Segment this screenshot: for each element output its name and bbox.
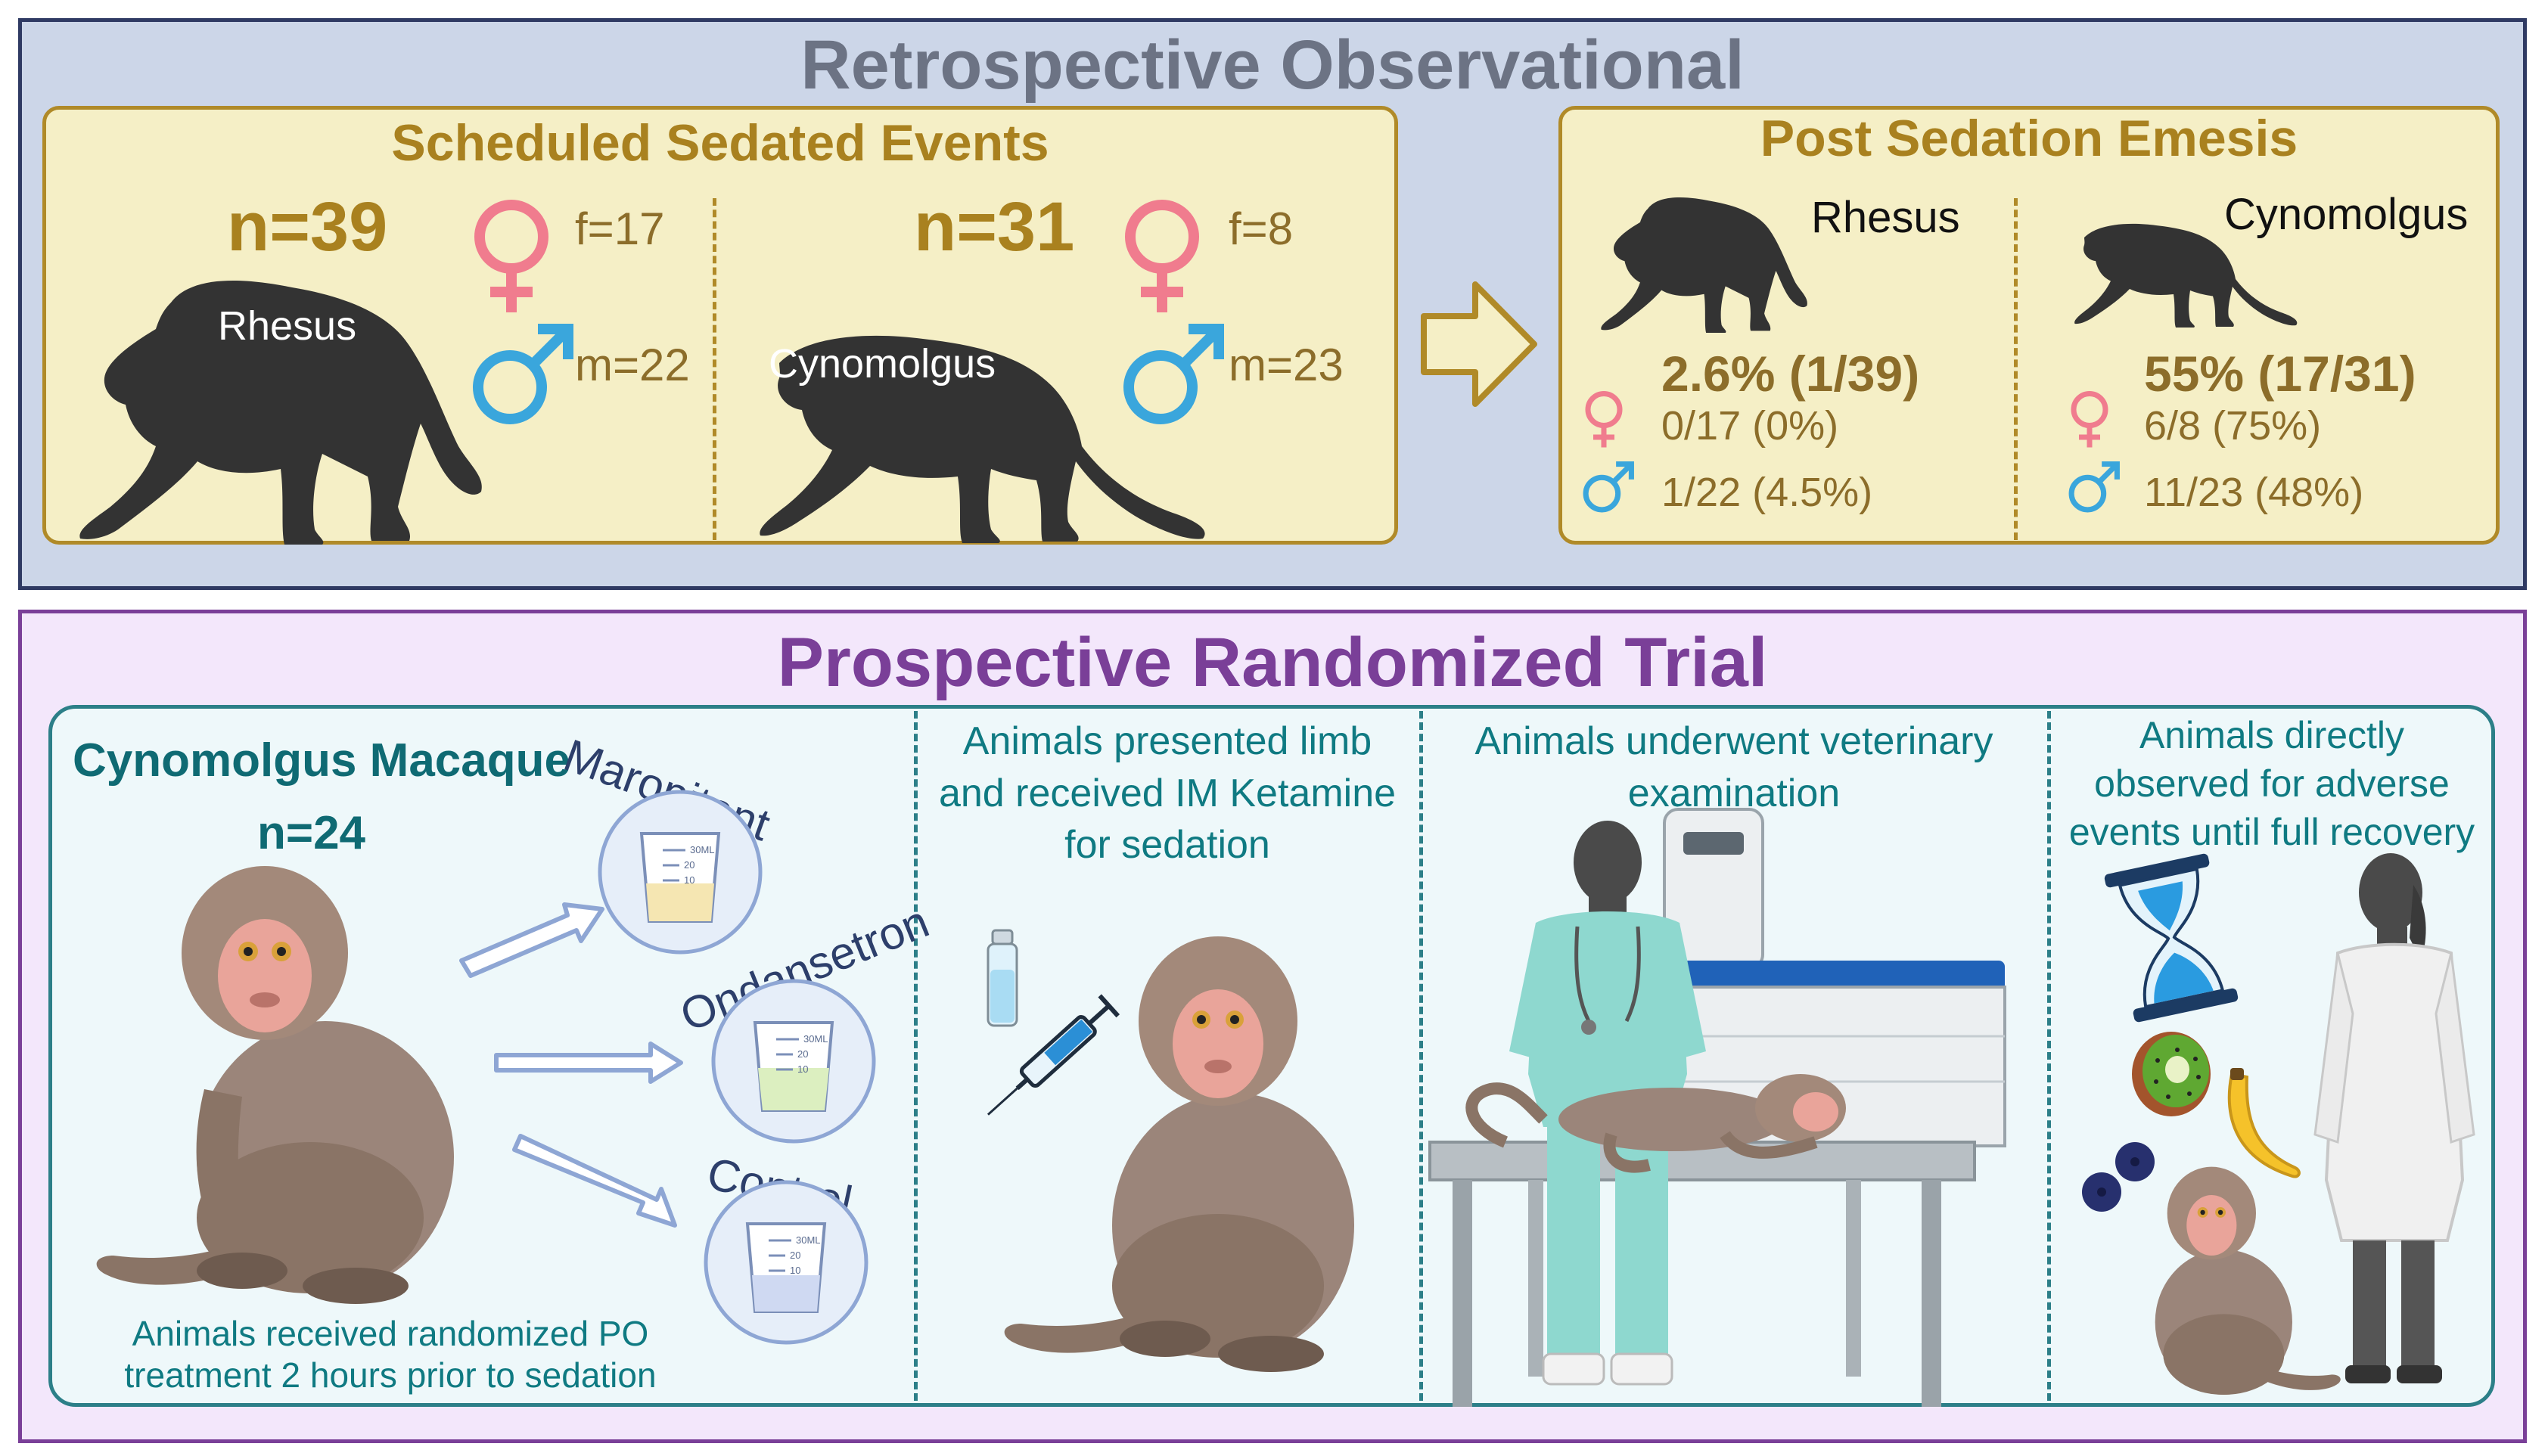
rhesus-label: Rhesus bbox=[218, 303, 357, 349]
caption-line-2: treatment 2 hours prior to sedation bbox=[124, 1355, 657, 1395]
prospective-title: Prospective Randomized Trial bbox=[777, 624, 1768, 701]
macaque-illustration bbox=[96, 866, 454, 1304]
cup-mark-30: 30ML bbox=[796, 1234, 821, 1246]
step3-line-1: Animals underwent veterinary bbox=[1474, 719, 1993, 763]
scientist-illustration bbox=[2313, 853, 2475, 1383]
cynomolgus-emesis-female: 6/8 (75%) bbox=[2144, 403, 2322, 449]
emesis-rhesus-label: Rhesus bbox=[1811, 193, 1960, 242]
measuring-cup-icon: 30ML 20 10 bbox=[704, 1180, 868, 1345]
rhesus-female-count: f=17 bbox=[575, 203, 665, 254]
cup-mark-20: 20 bbox=[684, 859, 694, 871]
cup-mark-30: 30ML bbox=[690, 844, 715, 855]
macaque-illustration bbox=[1004, 936, 1354, 1372]
macaque-illustration bbox=[2155, 1166, 2341, 1395]
arrow-right-icon bbox=[1421, 281, 1537, 407]
cynomolgus-n: n=31 bbox=[914, 188, 1075, 265]
cup-control: 30ML 20 10 bbox=[701, 1177, 872, 1352]
kiwi-icon bbox=[2132, 1032, 2211, 1116]
rhesus-n: n=39 bbox=[227, 188, 388, 265]
cynomolgus-emesis-male: 11/23 (48%) bbox=[2144, 470, 2364, 515]
retrospective-title: Retrospective Observational bbox=[800, 26, 1745, 104]
step4-line-2: observed for adverse bbox=[2094, 762, 2450, 805]
step4-text: Animals directly observed for adverse ev… bbox=[2049, 711, 2495, 856]
trial-divider-2 bbox=[1419, 711, 1423, 1401]
step2-line-3: for sedation bbox=[1064, 823, 1270, 868]
cup-mark-30: 30ML bbox=[803, 1033, 828, 1045]
examination-illustration bbox=[1428, 808, 2006, 1407]
female-symbol-icon bbox=[2071, 391, 2108, 448]
male-symbol-icon bbox=[1123, 324, 1224, 424]
emesis-cynomolgus-label: Cynomolgus bbox=[2224, 190, 2469, 239]
measuring-cup-icon: 30ML 20 10 bbox=[711, 979, 876, 1144]
hourglass-icon bbox=[2104, 853, 2239, 1023]
cup-ondansetron: 30ML 20 10 bbox=[708, 976, 879, 1150]
step2-text: Animals presented limb and received IM K… bbox=[915, 716, 1419, 871]
female-symbol-icon bbox=[1585, 391, 1623, 448]
step4-line-3: events until full recovery bbox=[2068, 811, 2475, 853]
cynomolgus-emesis-total: 55% (17/31) bbox=[2144, 346, 2416, 402]
group-arrows bbox=[459, 902, 683, 1228]
scheduled-events-title: Scheduled Sedated Events bbox=[391, 114, 1049, 172]
trial-divider-3 bbox=[2047, 711, 2051, 1401]
step4-line-1: Animals directly bbox=[2139, 714, 2405, 756]
female-symbol-icon bbox=[474, 200, 548, 312]
banana-icon bbox=[2227, 1068, 2301, 1178]
caption-randomized: Animals received randomized PO treatment… bbox=[73, 1313, 708, 1396]
cup-maropitant: 30ML 20 10 bbox=[595, 787, 766, 961]
rhesus-silhouette bbox=[79, 281, 482, 545]
syringe-icon bbox=[987, 994, 1120, 1116]
macaque-title: Cynomolgus Macaque bbox=[73, 734, 570, 787]
emesis-divider bbox=[2014, 198, 2018, 540]
macaque-n: n=24 bbox=[257, 807, 366, 859]
cynomolgus-silhouette bbox=[760, 335, 1205, 543]
step3-text: Animals underwent veterinary examination bbox=[1421, 716, 2047, 819]
cynomolgus-silhouette bbox=[2074, 223, 2298, 328]
cynomolgus-male-count: m=23 bbox=[1229, 340, 1344, 390]
blueberries-icon bbox=[2082, 1142, 2155, 1212]
rhesus-emesis-male: 1/22 (4.5%) bbox=[1661, 470, 1873, 515]
step3-line-2: examination bbox=[1627, 771, 1841, 815]
cup-mark-20: 20 bbox=[797, 1048, 808, 1060]
rhesus-silhouette bbox=[1601, 197, 1807, 333]
male-symbol-icon bbox=[1583, 461, 1634, 513]
cynomolgus-female-count: f=8 bbox=[1229, 203, 1294, 254]
measuring-cup-icon: 30ML 20 10 bbox=[598, 790, 763, 955]
male-symbol-icon bbox=[473, 324, 573, 424]
cup-mark-10: 10 bbox=[790, 1265, 800, 1276]
trial-divider-1 bbox=[914, 711, 918, 1401]
scheduled-divider bbox=[713, 198, 716, 540]
female-symbol-icon bbox=[1125, 200, 1199, 312]
emesis-title: Post Sedation Emesis bbox=[1760, 110, 2298, 167]
male-symbol-icon bbox=[2068, 461, 2120, 513]
vial-icon bbox=[987, 929, 1018, 1027]
cup-mark-10: 10 bbox=[684, 874, 694, 886]
step2-line-2: and received IM Ketamine bbox=[938, 771, 1397, 815]
cup-mark-20: 20 bbox=[790, 1250, 800, 1261]
cynomolgus-label: Cynomolgus bbox=[769, 341, 996, 387]
cup-mark-10: 10 bbox=[797, 1063, 808, 1075]
rhesus-emesis-female: 0/17 (0%) bbox=[1661, 403, 1839, 449]
rhesus-male-count: m=22 bbox=[575, 340, 690, 390]
caption-line-1: Animals received randomized PO bbox=[132, 1314, 649, 1353]
rhesus-emesis-total: 2.6% (1/39) bbox=[1661, 346, 1920, 402]
step2-line-1: Animals presented limb bbox=[962, 719, 1372, 763]
